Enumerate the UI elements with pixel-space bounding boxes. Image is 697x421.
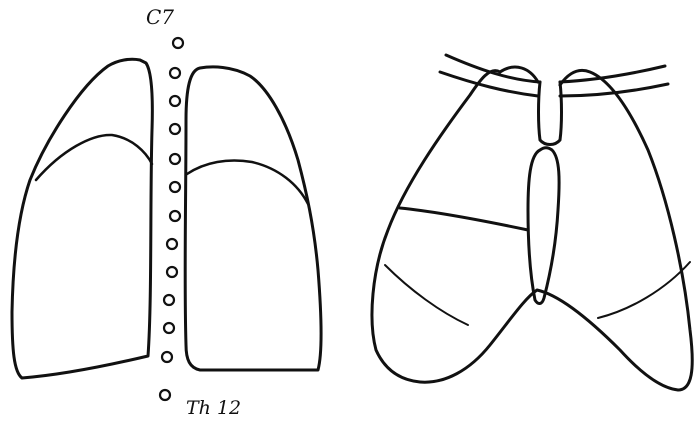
vertebra <box>167 239 177 249</box>
clavicle-right <box>560 66 665 82</box>
label-c7: C7 <box>146 5 174 29</box>
vertebra <box>170 96 180 106</box>
manubrium <box>539 82 562 145</box>
right-lung-outline <box>185 67 321 370</box>
left-oblique-fissure <box>385 265 468 325</box>
left-lung-outline <box>12 59 152 378</box>
anterior-view <box>372 55 692 390</box>
right-lung-fissure <box>187 161 308 205</box>
vertebra <box>170 211 180 221</box>
right-oblique-fissure <box>598 262 690 318</box>
clavicle-left-lower <box>440 72 538 96</box>
vertebra <box>164 295 174 305</box>
vertebra <box>167 267 177 277</box>
vertebra <box>170 124 180 134</box>
left-horizontal-fissure <box>400 208 528 230</box>
sternum-body <box>528 148 559 304</box>
vertebra <box>160 390 170 400</box>
vertebra <box>170 68 180 78</box>
vertebra <box>170 154 180 164</box>
left-lung-fissure <box>36 135 152 180</box>
vertebra <box>164 323 174 333</box>
vertebra <box>162 352 172 362</box>
thorax-outline <box>372 70 692 390</box>
vertebral-column <box>160 38 183 400</box>
label-th12: Th 12 <box>186 397 241 419</box>
vertebra <box>170 182 180 192</box>
vertebra <box>173 38 183 48</box>
posterior-view: C7 Th 12 <box>12 5 321 419</box>
